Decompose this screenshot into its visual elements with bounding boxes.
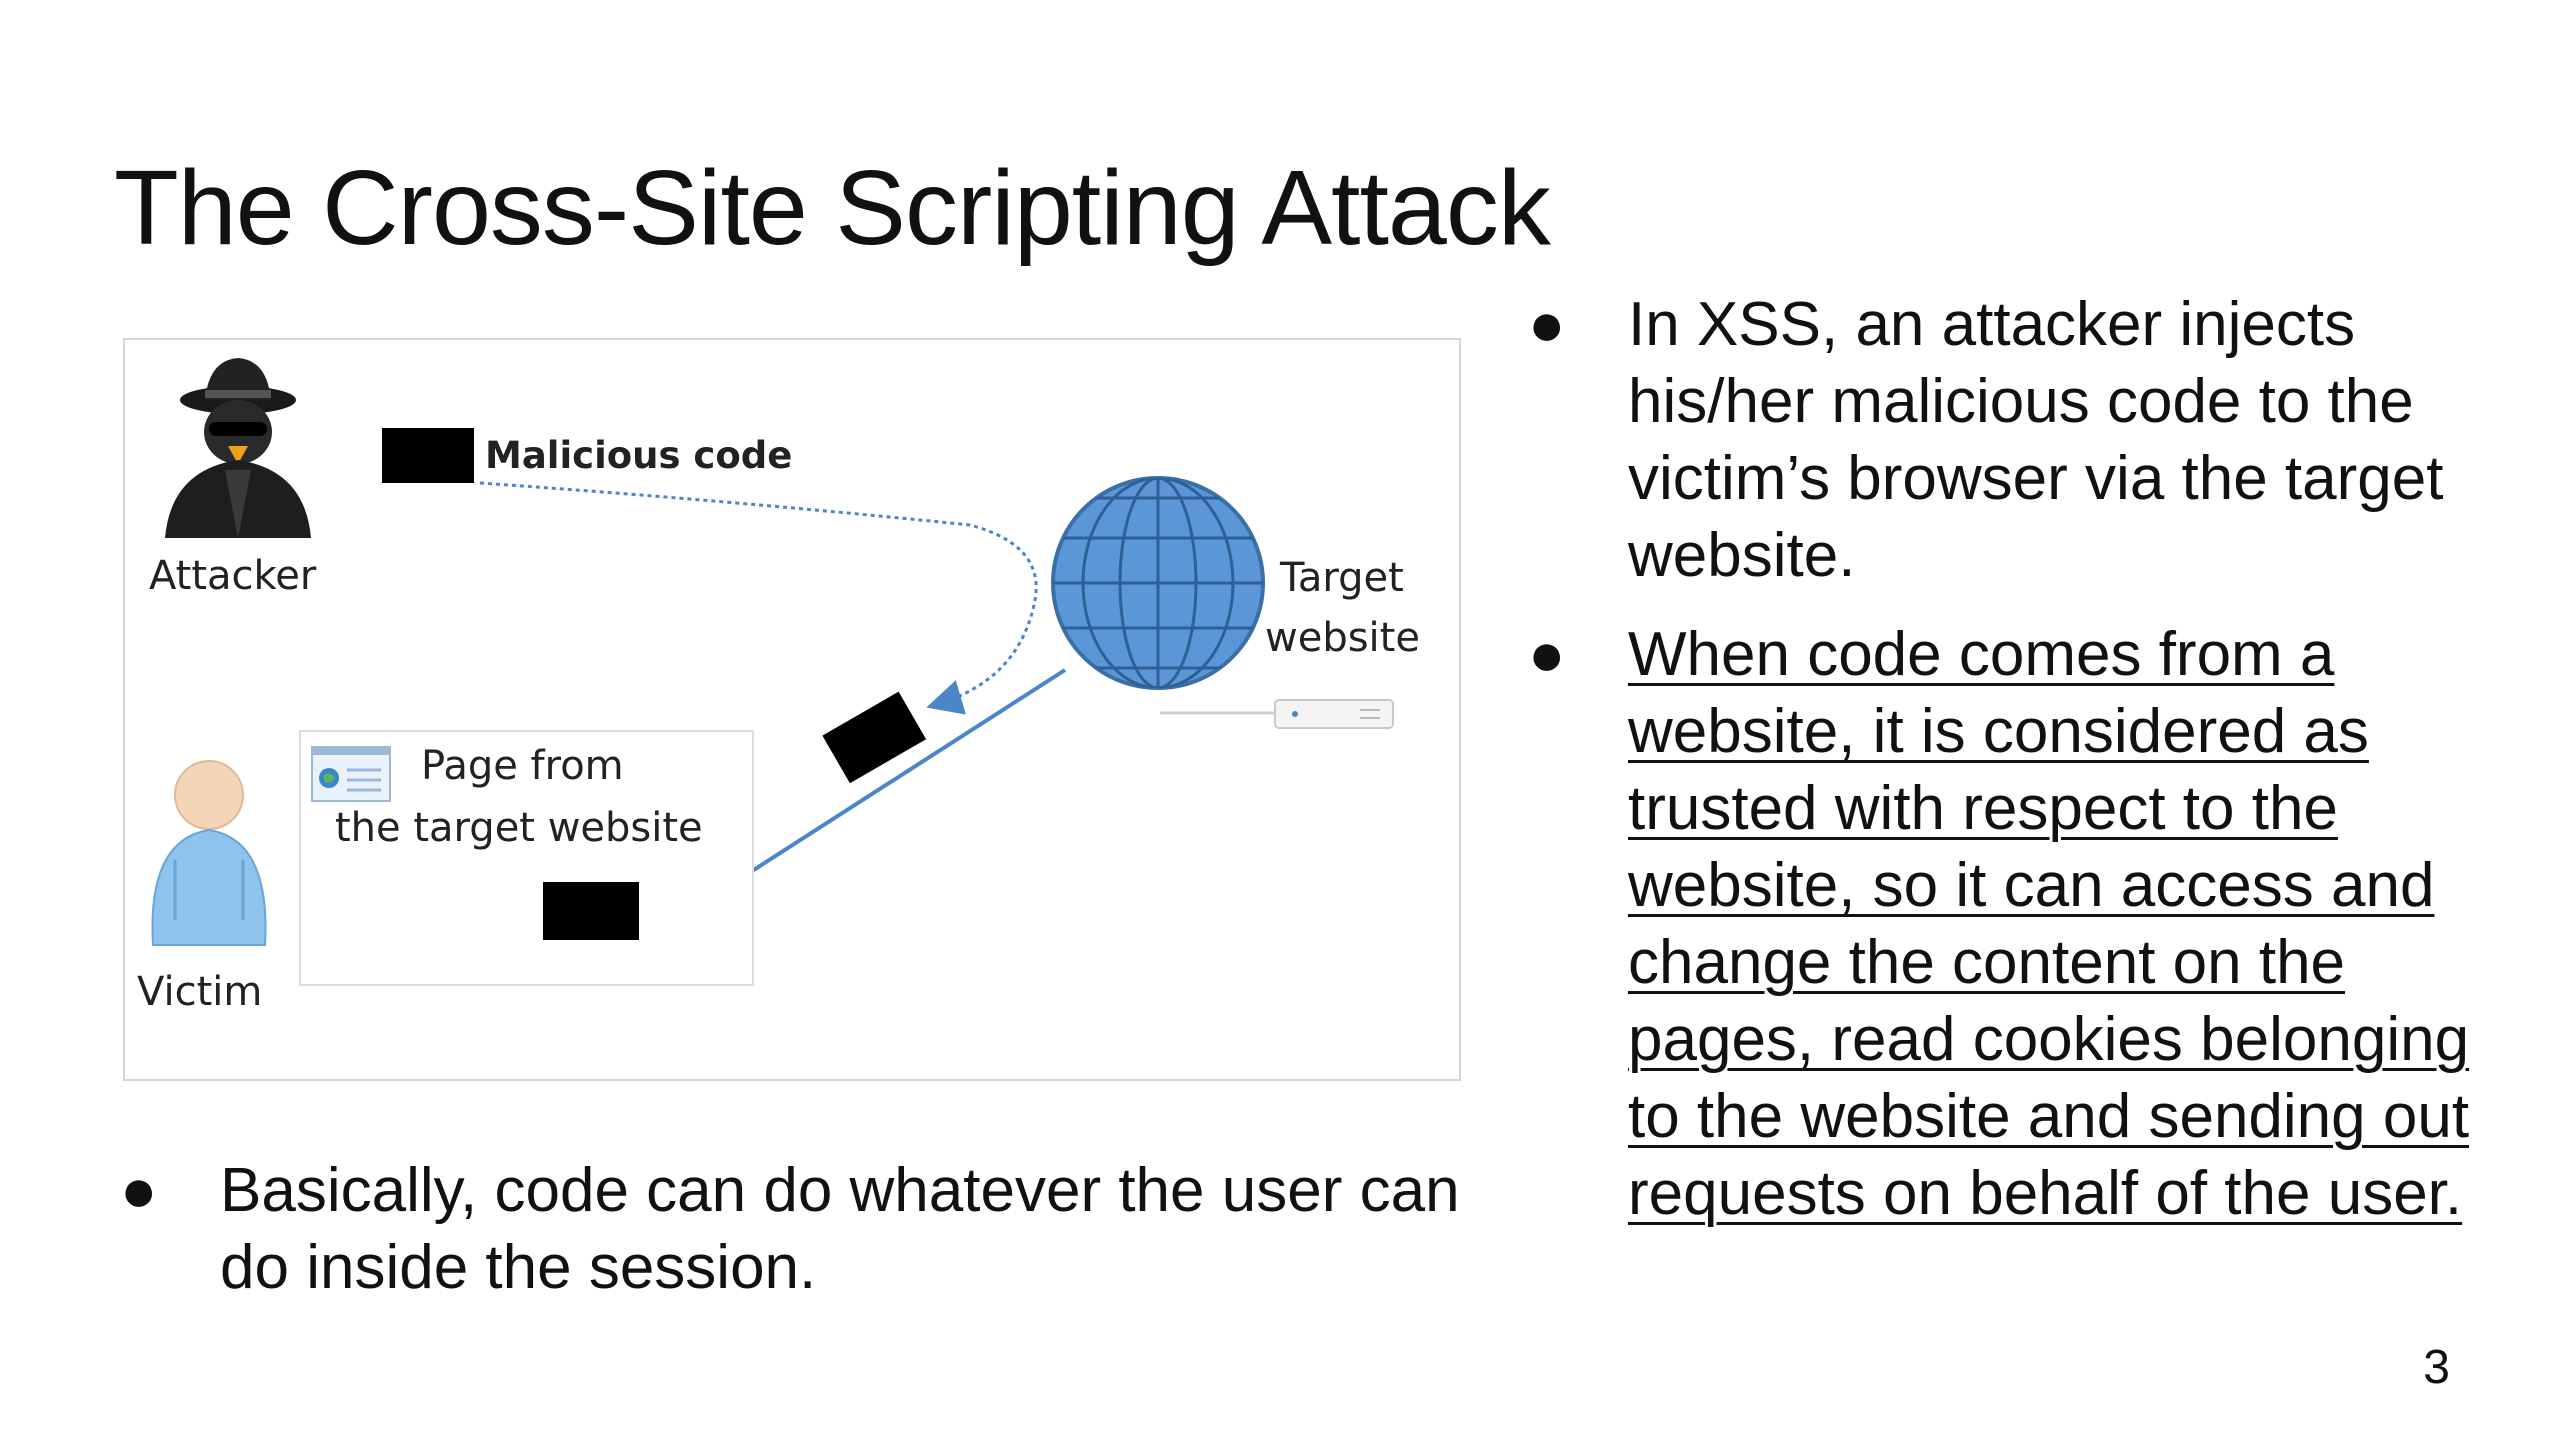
attacker-label: Attacker	[149, 553, 317, 599]
page-number: 3	[2423, 1341, 2450, 1394]
bullet-item: ● In XSS, an attacker injects his/her ma…	[1528, 286, 2508, 594]
right-bullet-list: ● In XSS, an attacker injects his/her ma…	[1528, 286, 2508, 1232]
globe-icon	[1051, 476, 1265, 690]
bullet-item: ● When code comes from a website, it is …	[1528, 616, 2508, 1232]
left-bullet-list: ● Basically, code can do whatever the us…	[120, 1152, 1480, 1306]
victim-page-box: Page from the target website	[299, 730, 754, 986]
dotted-injection-path	[479, 481, 1038, 715]
target-label-line2: website	[1265, 615, 1420, 661]
bullet-text: In XSS, an attacker injects his/her mali…	[1628, 290, 2444, 590]
page-label-line1: Page from	[421, 743, 624, 789]
malicious-code-block	[382, 428, 474, 483]
injected-code-block	[543, 882, 639, 940]
victim-icon	[151, 760, 267, 946]
response-arrow	[696, 668, 1067, 907]
slide-title: The Cross-Site Scripting Attack	[114, 149, 1551, 267]
attacker-icon	[165, 358, 311, 538]
bullet-text: Basically, code can do whatever the user…	[220, 1156, 1460, 1302]
bullet-dot: ●	[1528, 290, 1566, 359]
page-label-line2: the target website	[335, 805, 703, 851]
bullet-item: ● Basically, code can do whatever the us…	[120, 1152, 1480, 1306]
diagram-graphics	[151, 358, 1394, 946]
browser-window-icon	[311, 746, 391, 802]
bullet-text-underlined: When code comes from a website, it is co…	[1628, 620, 2470, 1228]
transit-code-block	[822, 691, 927, 784]
victim-label: Victim	[137, 969, 263, 1015]
server-bar-icon	[1160, 699, 1394, 729]
target-label-line1: Target	[1280, 555, 1404, 601]
malicious-code-label: Malicious code	[485, 434, 793, 477]
bullet-dot: ●	[1528, 620, 1566, 689]
xss-diagram: Page from the target website Attacker Ma…	[123, 338, 1461, 1081]
bullet-dot: ●	[120, 1156, 158, 1225]
